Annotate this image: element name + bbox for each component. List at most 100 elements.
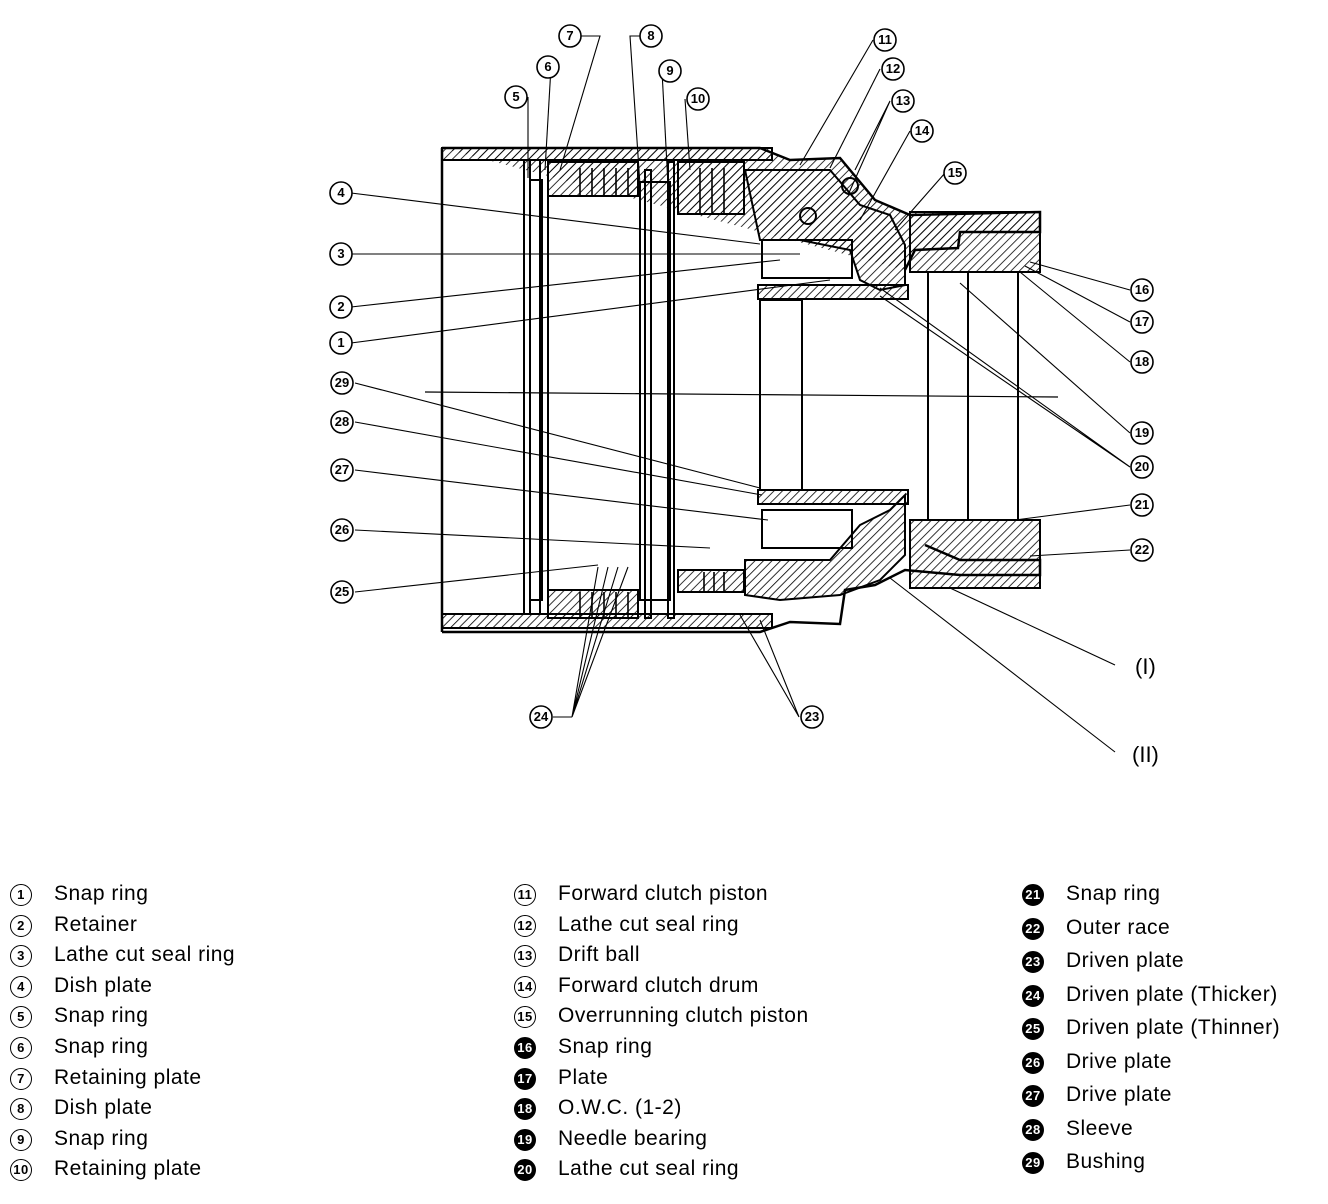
callout-3: 3 [329,242,353,266]
outer-race-top [909,211,1041,273]
svg-text:23: 23 [805,709,819,724]
callout-6: 6 [536,55,560,79]
return-springs-left [579,168,725,618]
seal-ball [799,207,817,225]
legend-number: 22 [1022,917,1044,940]
callout-15: 15 [943,161,967,185]
legend-label: Driven plate (Thinner) [1066,1016,1281,1039]
callout-17: 17 [1130,310,1154,334]
inner-plate-left [529,179,543,601]
clutch-pack-right-bottom [677,569,745,593]
legend-number: 21 [1022,884,1044,906]
svg-text:11: 11 [878,32,892,47]
callout-14: 14 [910,119,934,143]
retaining-plate-left [539,159,549,615]
legend-label: Overrunning clutch piston [558,1004,809,1028]
legend-number: 14 [514,975,536,998]
retainer-upper [761,239,853,279]
legend-label: Snap ring [1066,882,1161,905]
svg-text:13: 13 [896,93,910,108]
svg-text:29: 29 [335,375,349,390]
legend-number: 9 [10,1128,32,1151]
legend-number: 24 [1022,984,1044,1007]
clutch-pack-right-top [677,161,745,215]
legend-label: O.W.C. (1-2) [558,1096,682,1120]
legend-number: 29 [1022,1152,1044,1174]
callout-23: 23 [800,705,824,729]
svg-text:27: 27 [335,462,349,477]
clutch-cross-section-diagram: 1 2 3 4 5 6 7 8 9 10 11 12 13 14 15 16 1… [329,24,1159,767]
callout-27: 27 [330,458,354,482]
legend-number: 25 [1022,1018,1044,1040]
legend-number: 11 [514,884,536,906]
legend-label: Forward clutch piston [558,882,769,905]
legend-label: Forward clutch drum [558,973,759,997]
svg-text:7: 7 [566,28,573,43]
svg-text:19: 19 [1135,425,1149,440]
callout-8: 8 [639,24,663,48]
forward-clutch-drum [743,169,906,292]
leader-lines [350,35,1131,753]
legend-number: 20 [514,1159,536,1182]
svg-text:6: 6 [544,59,551,74]
legend-number: 15 [514,1006,536,1029]
svg-text:4: 4 [337,185,345,200]
clutch-pack-left-bottom [547,589,639,619]
legend-number: 18 [514,1098,536,1121]
svg-text:26: 26 [335,522,349,537]
svg-text:28: 28 [335,414,349,429]
legend-number: 8 [10,1098,32,1121]
callout-10: 10 [686,87,710,111]
legend-label: Retainer [54,912,138,936]
callout-5: 5 [504,85,528,109]
svg-text:9: 9 [666,63,673,78]
callout-13: 13 [891,89,915,113]
legend-number: 12 [514,914,536,937]
callout-2: 2 [329,295,353,319]
legend-label: Retaining plate [54,1065,202,1089]
legend-label: Lathe cut seal ring [558,912,740,936]
svg-text:21: 21 [1135,497,1149,512]
callout-markers: 1 2 3 4 5 6 7 8 9 10 11 12 13 14 15 16 1… [329,24,1159,767]
legend-number: 1 [10,884,32,906]
legend-label: Retaining plate [54,1157,202,1181]
legend-number: 17 [514,1067,536,1090]
hub-lower [757,489,909,505]
snap-ring-9 [667,161,675,619]
svg-text:16: 16 [1135,282,1149,297]
legend-number: 4 [10,975,32,998]
svg-text:2: 2 [337,299,344,314]
callout-12: 12 [881,57,905,81]
legend-label: Snap ring [558,1034,653,1058]
legend-number: 16 [514,1036,536,1059]
callout-28: 28 [330,410,354,434]
legend-label: Snap ring [54,882,149,905]
legend-label: Snap ring [54,1126,149,1150]
svg-text:10: 10 [691,91,705,106]
legend-label: Driven plate [1066,949,1185,972]
callout-20: 20 [1130,455,1154,479]
legend-label: Bushing [1066,1150,1146,1173]
svg-text:1: 1 [337,335,344,350]
drift-ball [841,177,859,195]
legend-label: Snap ring [54,1034,149,1058]
callout-26: 26 [330,518,354,542]
legend-label: Outer race [1066,915,1171,939]
hub-upper [757,284,909,300]
svg-text:24: 24 [534,709,549,724]
callout-9: 9 [658,59,682,83]
overrunning-piston-bottom [744,492,906,602]
legend-number: 3 [10,945,32,968]
legend-number: 5 [10,1006,32,1029]
legend-label: Lathe cut seal ring [54,943,236,967]
clutch-pack-left-top [547,161,639,197]
legend-label: Drive plate [1066,1049,1172,1073]
legend-label: Drift ball [558,943,641,967]
callout-1: 1 [329,331,353,355]
roman-label-1: (I) [1135,654,1156,679]
svg-text:5: 5 [512,89,519,104]
svg-text:3: 3 [337,246,344,261]
callout-7: 7 [558,24,582,48]
callout-29: 29 [330,371,354,395]
housing-shell-top [441,147,773,161]
